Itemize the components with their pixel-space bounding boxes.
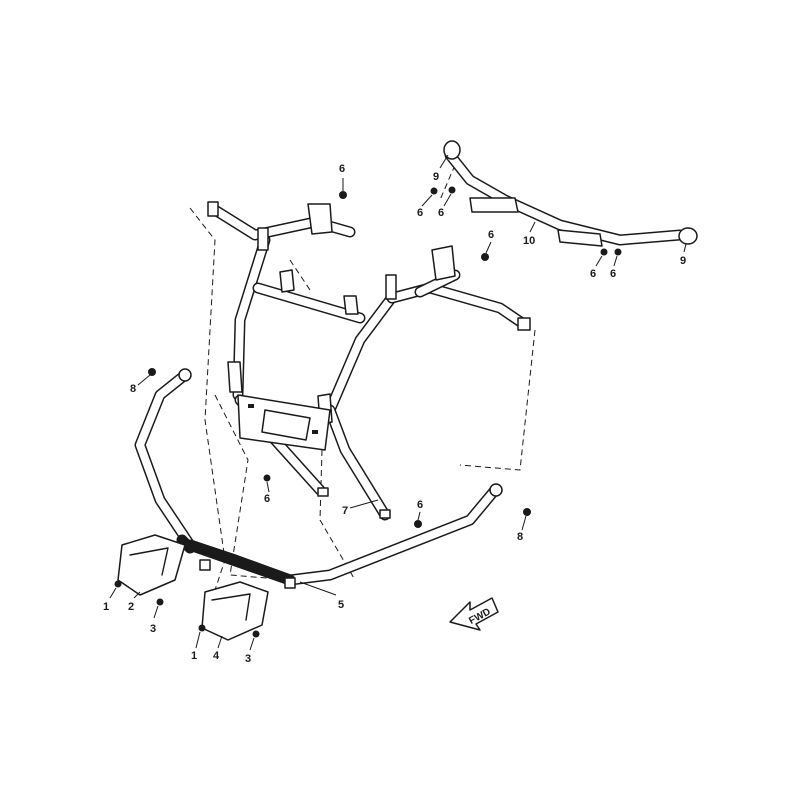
bolt-icon — [339, 191, 347, 199]
fasteners — [114, 186, 622, 638]
callout-7: 7 — [342, 505, 348, 517]
forward-direction-arrow: FWD — [449, 597, 499, 631]
callout-8: 8 — [517, 531, 523, 543]
leader-lines — [109, 154, 687, 651]
callout-6: 6 — [417, 499, 423, 511]
bolt-icon — [614, 248, 622, 256]
callout-8: 8 — [130, 383, 136, 395]
callout-9: 9 — [680, 255, 686, 267]
bolt-icon — [263, 474, 271, 482]
callout-6: 6 — [590, 268, 596, 280]
nut-icon — [198, 624, 206, 632]
front-bumper-tube — [134, 368, 503, 589]
upper-support-bar — [443, 140, 698, 247]
callout-3: 3 — [150, 623, 156, 635]
callout-6: 6 — [438, 207, 444, 219]
end-cap-right — [678, 227, 698, 245]
front-upper-frame — [207, 201, 531, 521]
bolt-icon — [481, 253, 489, 261]
callout-6: 6 — [339, 163, 345, 175]
bolt-icon — [448, 186, 456, 194]
bolt-icon — [430, 187, 438, 195]
callout-labels: 6 6 8 6 6 8 7 5 1 2 3 1 4 3 9 10 9 6 6 6… — [103, 163, 686, 665]
assembly-dashed-lines — [189, 164, 536, 591]
callout-4: 4 — [213, 650, 220, 662]
nut-icon — [114, 580, 122, 588]
bolt-icon — [600, 248, 608, 256]
callout-6: 6 — [417, 207, 423, 219]
bolt-icon — [523, 508, 531, 516]
skid-plates — [117, 534, 269, 641]
bolt-icon — [414, 520, 422, 528]
callout-10: 10 — [523, 235, 535, 247]
bolt-icon — [156, 598, 164, 606]
skid-plate-left — [117, 534, 186, 596]
bolt-icon — [148, 368, 156, 376]
callout-1: 1 — [191, 650, 197, 662]
callout-5: 5 — [338, 599, 344, 611]
callout-3: 3 — [245, 653, 251, 665]
callout-6: 6 — [488, 229, 494, 241]
bolt-icon — [252, 630, 260, 638]
end-cap-left — [443, 140, 461, 160]
callout-9: 9 — [433, 171, 439, 183]
callout-6: 6 — [610, 268, 616, 280]
arrow-icon — [449, 597, 499, 631]
callout-1: 1 — [103, 601, 109, 613]
callout-2: 2 — [128, 601, 134, 613]
callout-6: 6 — [264, 493, 270, 505]
